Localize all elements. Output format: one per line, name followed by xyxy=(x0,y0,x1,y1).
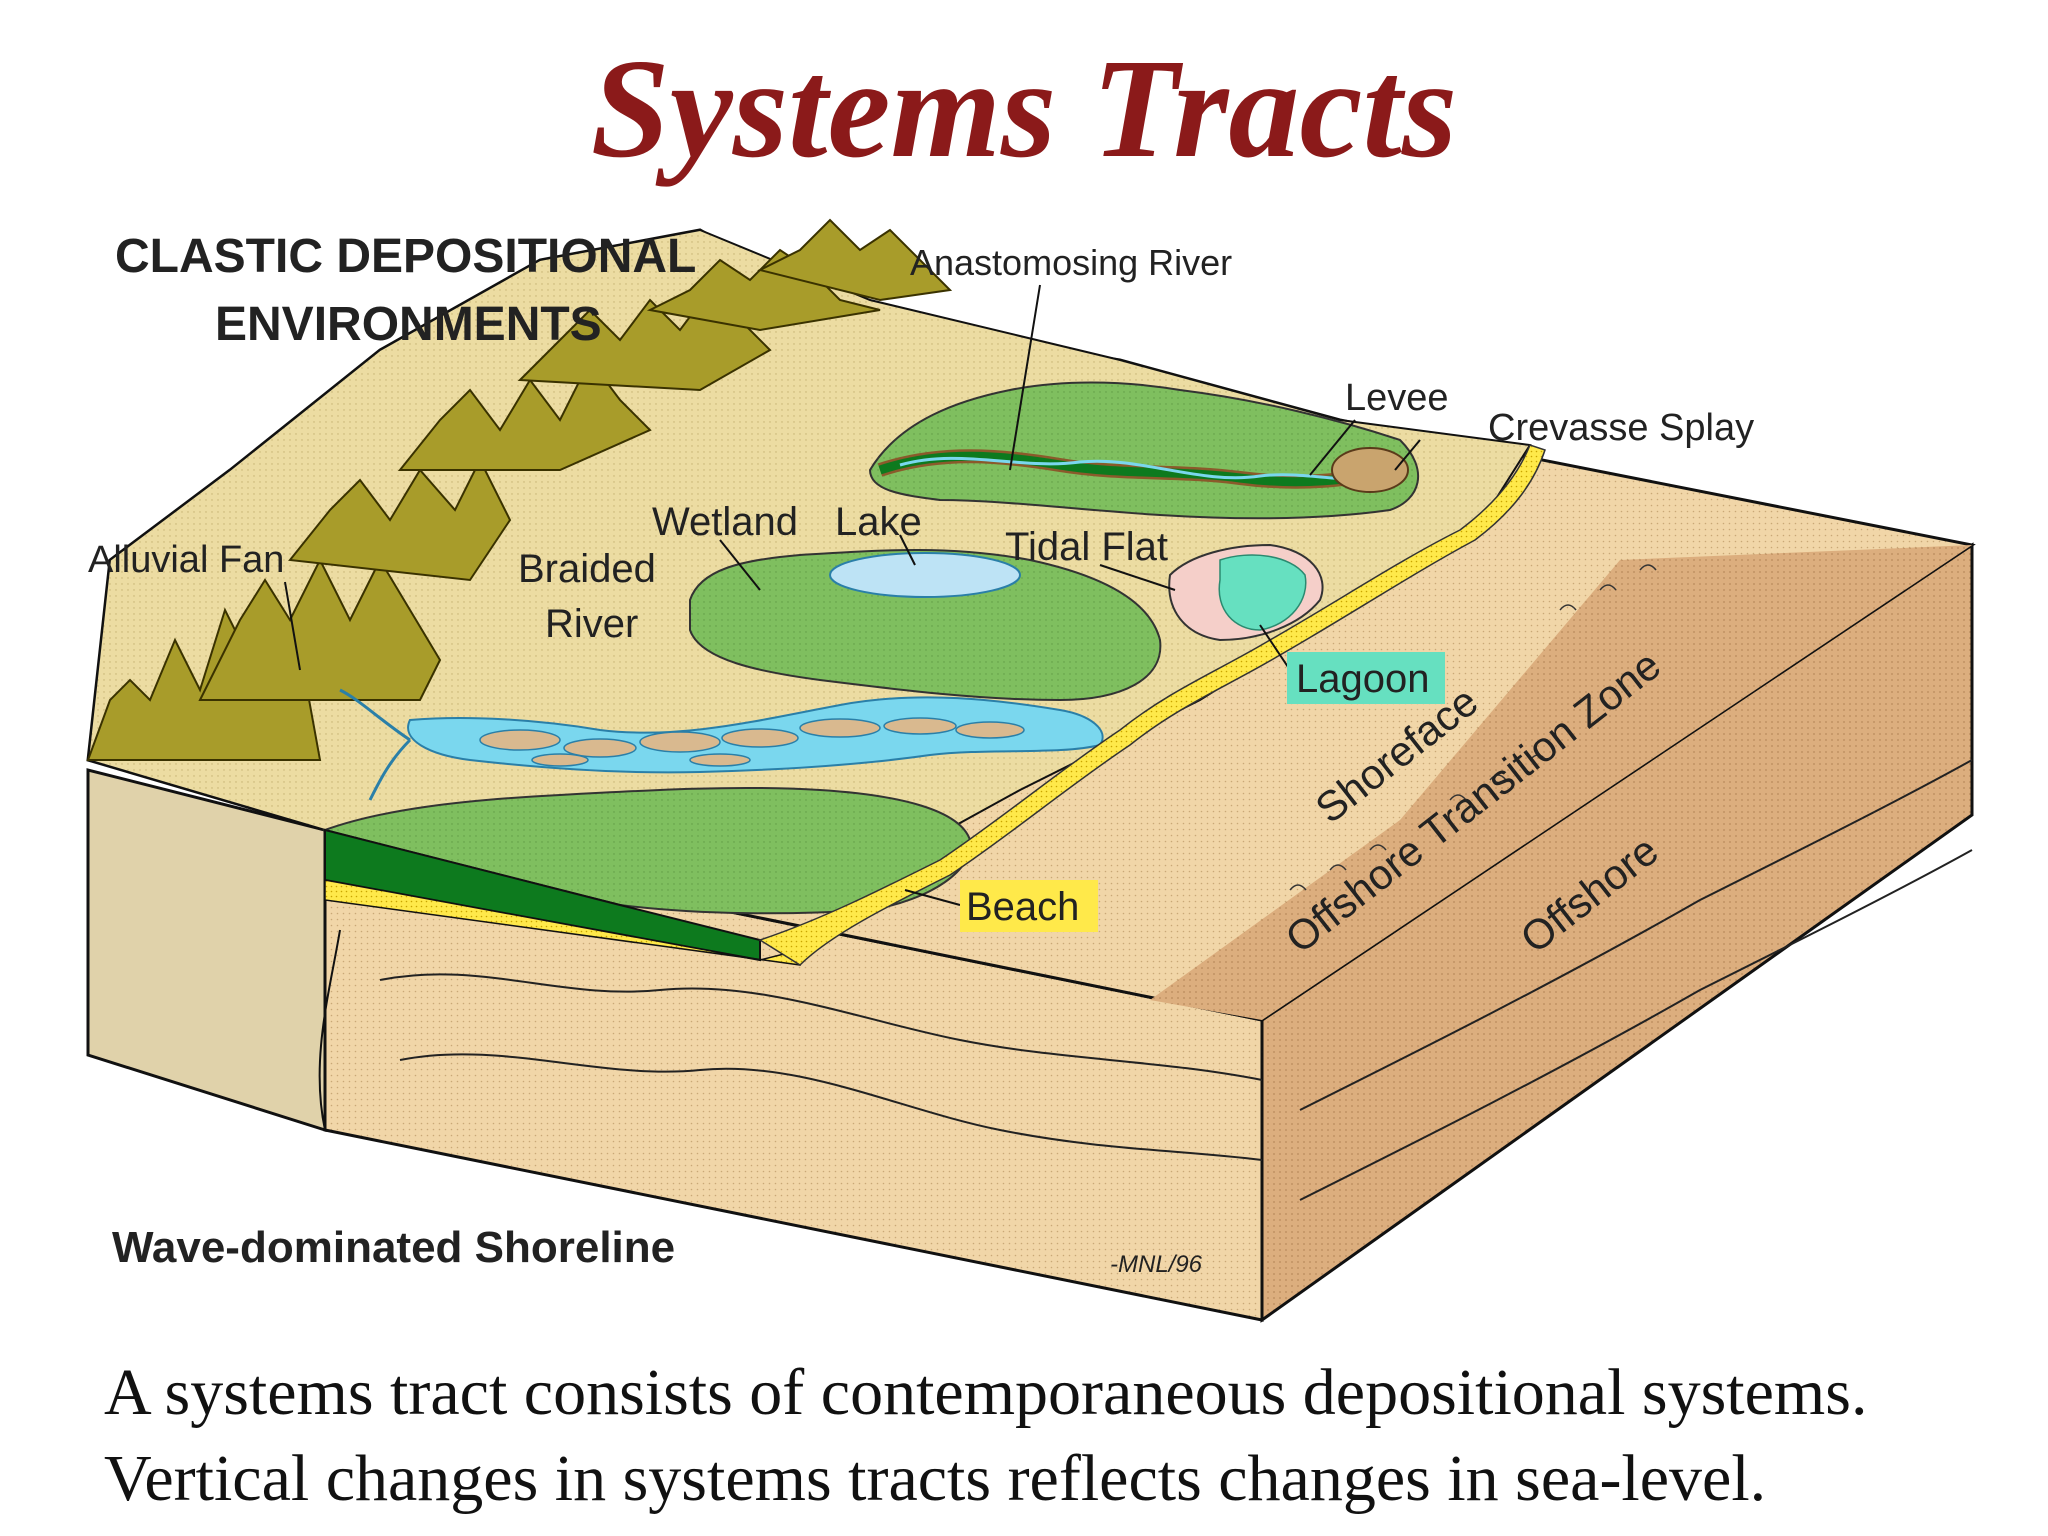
label-tidal-flat: Tidal Flat xyxy=(1005,525,1168,569)
crevasse-splay xyxy=(1331,447,1409,493)
label-lake: Lake xyxy=(835,500,922,544)
label-river: River xyxy=(545,602,638,646)
label-lagoon: Lagoon xyxy=(1296,657,1429,701)
caption-line-2: Vertical changes in systems tracts refle… xyxy=(104,1442,1767,1515)
lagoon xyxy=(1218,554,1307,631)
alluvial-fan-channel xyxy=(339,688,412,801)
diagram-heading-line2: ENVIRONMENTS xyxy=(215,298,602,351)
label-beach: Beach xyxy=(966,885,1079,929)
slide-title: Systems Tracts xyxy=(590,29,1458,187)
sea-floor-ripples xyxy=(1289,564,1657,891)
label-anastomosing-river: Anastomosing River xyxy=(910,242,1232,283)
leader-lines xyxy=(284,284,1421,906)
braided-river-bars xyxy=(479,717,1025,767)
lower-wetland xyxy=(321,786,972,915)
label-crevasse-splay: Crevasse Splay xyxy=(1488,407,1754,449)
label-wetland: Wetland xyxy=(652,500,798,544)
central-wetland xyxy=(689,549,1162,702)
mountain-range xyxy=(86,218,953,761)
lake xyxy=(829,552,1021,598)
diagram-heading-line1: CLASTIC DEPOSITIONAL xyxy=(115,230,696,283)
offshore-zone xyxy=(1150,545,1972,1020)
diagram-footer: Wave-dominated Shoreline xyxy=(112,1223,675,1272)
lagoon-label-box xyxy=(1287,652,1445,704)
label-alluvial-fan: Alluvial Fan xyxy=(88,539,284,581)
diagram-signature: -MNL/96 xyxy=(1110,1251,1203,1278)
forest-cross-section xyxy=(324,828,761,962)
label-levee: Levee xyxy=(1345,377,1449,419)
subsurface-layers xyxy=(379,759,1973,1201)
caption-line-1: A systems tract consists of contemporane… xyxy=(104,1356,1868,1429)
slide-caption: A systems tract consists of contemporane… xyxy=(104,1350,2004,1522)
label-braided: Braided xyxy=(518,547,656,591)
beach-label-box xyxy=(960,880,1098,932)
beach-strip xyxy=(758,444,1546,966)
